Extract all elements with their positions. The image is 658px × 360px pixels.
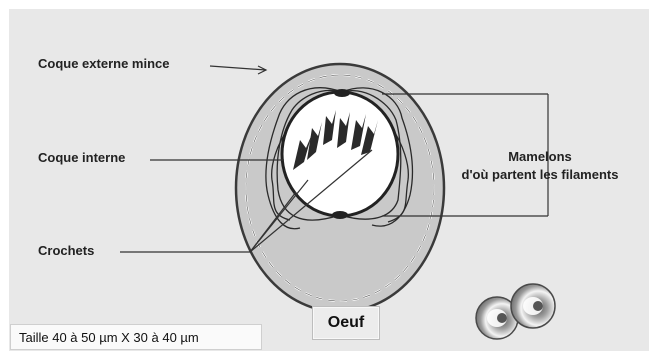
- egg-cells-illustration: [476, 284, 555, 339]
- label-mamelons-line1: Mamelons: [440, 148, 640, 166]
- label-inner-shell: Coque interne: [38, 150, 125, 165]
- title-box: Oeuf: [312, 306, 380, 340]
- label-mamelons-line2: d'où partent les filaments: [440, 166, 640, 184]
- label-hooks: Crochets: [38, 243, 94, 258]
- mamelon-bottom: [332, 211, 348, 219]
- label-outer-shell: Coque externe mince: [38, 56, 170, 71]
- size-caption: Taille 40 à 50 µm X 30 à 40 µm: [10, 324, 262, 350]
- mamelon-top: [334, 89, 350, 97]
- label-mamelons: Mamelons d'où partent les filaments: [440, 148, 640, 184]
- leader-outer-shell: [210, 66, 266, 70]
